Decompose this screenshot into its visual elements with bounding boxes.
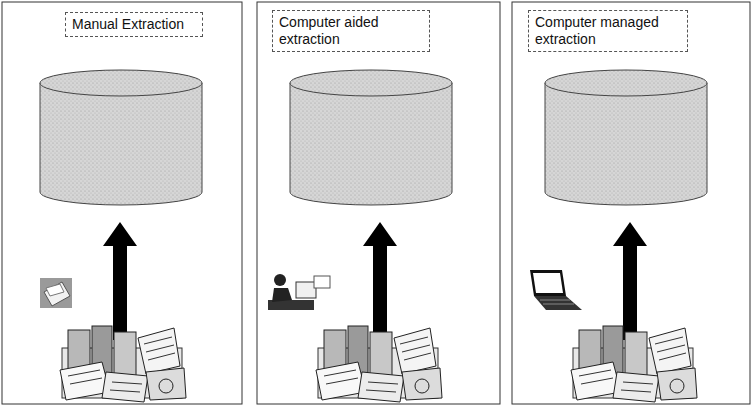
database-cylinder xyxy=(40,70,202,205)
upward-arrow xyxy=(103,222,137,340)
laptop-icon xyxy=(530,270,582,310)
label-box: Computer aided extraction xyxy=(272,10,430,52)
document-pile xyxy=(571,326,697,402)
database-cylinder xyxy=(290,70,452,205)
upward-arrow xyxy=(363,222,397,340)
panel-title: Computer aided extraction xyxy=(279,14,423,48)
panel-frame xyxy=(512,2,750,404)
panel-title: Manual Extraction xyxy=(72,16,196,33)
upward-arrow xyxy=(613,222,647,340)
document-pile xyxy=(60,326,186,402)
panel-frame xyxy=(257,2,500,404)
label-box: Manual Extraction xyxy=(65,12,203,37)
document-pile xyxy=(316,326,442,402)
panel-frame xyxy=(2,2,242,404)
person-at-desk-icon xyxy=(268,274,330,310)
paper-icon xyxy=(40,278,72,308)
database-cylinder xyxy=(545,70,707,205)
label-box: Computer managed extraction xyxy=(528,10,688,52)
panel-title: Computer managed extraction xyxy=(535,14,681,48)
